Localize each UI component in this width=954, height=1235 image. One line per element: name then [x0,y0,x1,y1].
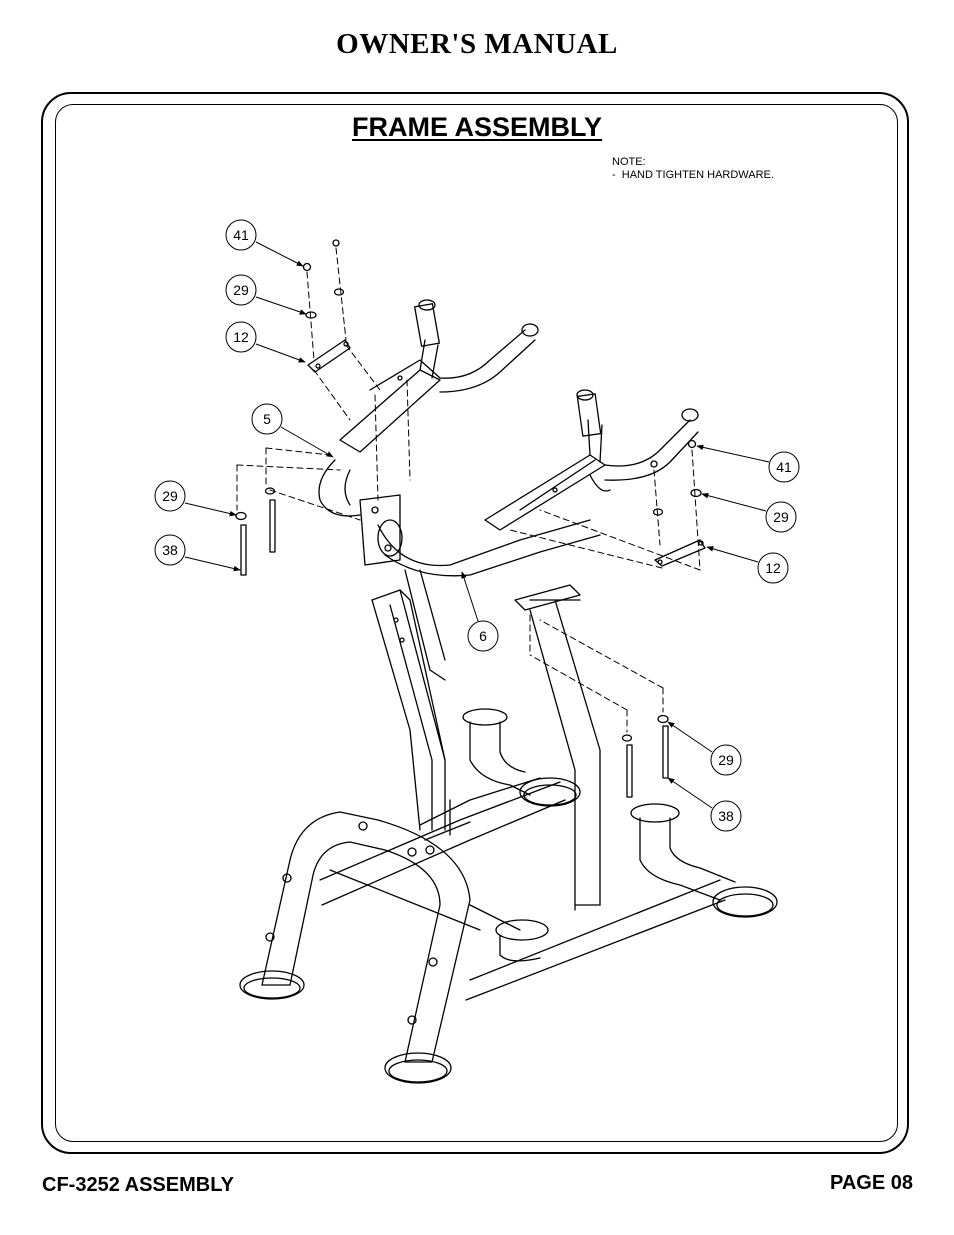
assembly-model-label: CF-3252 ASSEMBLY [42,1174,234,1196]
callout-6: 6 [461,571,499,652]
callout-label: 5 [263,411,271,427]
rear-right-foot [495,803,778,962]
callout-29-lower-right: 29 [667,721,742,776]
callout-41-left: 41 [225,219,304,267]
callout-label: 12 [765,560,781,576]
upper-crossbar [359,494,601,577]
rear-left-foot [462,708,581,807]
inner-border [55,104,898,1142]
left-upright [371,569,446,831]
callout-label: 38 [718,808,734,824]
front-leg-hoop [239,811,471,1084]
callout-label: 29 [718,752,734,768]
hardware-parts [235,239,702,798]
callout-12-right: 12 [706,546,789,584]
right-bracket [654,539,706,567]
left-handle-arm [318,299,539,517]
callout-41-right: 41 [696,444,800,483]
callout-29-upper-right: 29 [701,492,797,533]
callout-label: 29 [773,509,789,525]
callout-5: 5 [251,403,334,458]
note-line: - HAND TIGHTEN HARDWARE. [612,169,774,181]
callout-38-left: 38 [154,534,241,572]
note-heading: NOTE: [612,156,646,168]
section-title: FRAME ASSEMBLY [351,112,603,142]
assembly-note: NOTE: - HAND TIGHTEN HARDWARE. [612,156,774,182]
page-number: PAGE 08 [830,1172,913,1194]
callout-12-left: 12 [225,321,306,363]
callout-label: 29 [233,282,249,298]
assembly-guide-lines [236,247,701,733]
manual-title: OWNER'S MANUAL [336,28,618,60]
callout-label: 38 [162,542,178,558]
outer-border [41,92,909,1154]
callout-label: 41 [233,227,249,243]
callout-label: 6 [479,628,487,644]
callout-38-right: 38 [667,777,742,832]
base-tubes [319,777,726,1001]
callout-label: 29 [162,488,178,504]
callout-label: 41 [776,459,792,475]
callout-label: 12 [233,329,249,345]
left-bracket [307,339,351,373]
callout-29-upper-left: 29 [225,274,307,315]
right-upright [514,584,601,911]
callout-29-mid-left: 29 [154,480,237,517]
right-handle-arm [484,389,699,531]
callout-group: 41 29 12 5 29 38 6 [154,219,800,832]
